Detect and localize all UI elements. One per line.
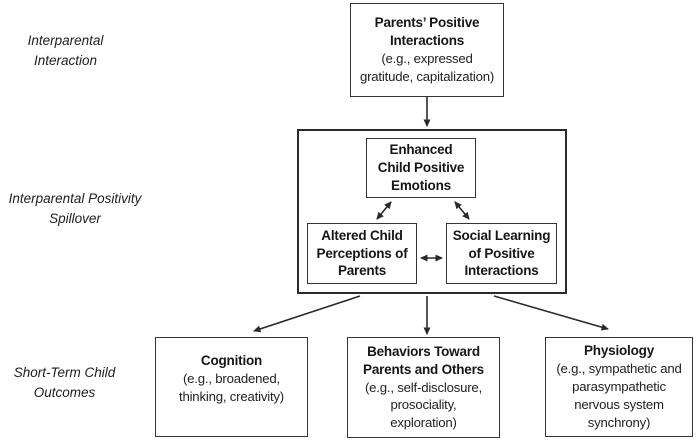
box-behaviors-subtitle: (e.g., self-disclosure, prosociality, ex… bbox=[364, 379, 483, 431]
box-altered-title: Altered Child Perceptions of Parents bbox=[316, 227, 408, 279]
arrow-spillover-to-cognition bbox=[253, 295, 361, 333]
box-physiology: Physiology (e.g., sympathetic and parasy… bbox=[545, 337, 693, 437]
box-cognition: Cognition (e.g., broadened, thinking, cr… bbox=[155, 337, 308, 437]
box-enhanced-title: Enhanced Child Positive Emotions bbox=[377, 142, 465, 193]
arrow-spillover-to-physiology bbox=[493, 295, 609, 331]
box-enhanced-child-positive-emotions: Enhanced Child Positive Emotions bbox=[366, 138, 476, 198]
row-label-short-term-child-outcomes: Short-Term Child Outcomes bbox=[13, 365, 116, 400]
box-cognition-subtitle: (e.g., broadened, thinking, creativity) bbox=[178, 370, 284, 404]
box-physiology-title: Physiology bbox=[583, 343, 654, 359]
box-parents-title: Parents’ Positive Interactions bbox=[374, 15, 480, 49]
box-behaviors-toward-parents: Behaviors Toward Parents and Others (e.g… bbox=[347, 337, 500, 438]
box-physiology-subtitle: (e.g., sympathetic and parasympathetic n… bbox=[556, 361, 682, 430]
box-altered-child-perceptions: Altered Child Perceptions of Parents bbox=[307, 223, 417, 284]
box-social-title: Social Learning of Positive Interactions bbox=[452, 227, 551, 279]
box-parents-positive-interactions: Parents’ Positive Interactions (e.g., ex… bbox=[350, 3, 504, 97]
row-label-interparental-interaction: Interparental Interaction bbox=[27, 33, 104, 68]
box-parents-subtitle: (e.g., expressed gratitude, capitalizati… bbox=[359, 51, 495, 84]
box-social-learning: Social Learning of Positive Interactions bbox=[446, 223, 557, 284]
box-cognition-title: Cognition bbox=[200, 353, 263, 368]
box-behaviors-title: Behaviors Toward Parents and Others bbox=[363, 343, 484, 377]
row-label-interparental-positivity-spillover: Interparental Positivity Spillover bbox=[8, 191, 142, 226]
